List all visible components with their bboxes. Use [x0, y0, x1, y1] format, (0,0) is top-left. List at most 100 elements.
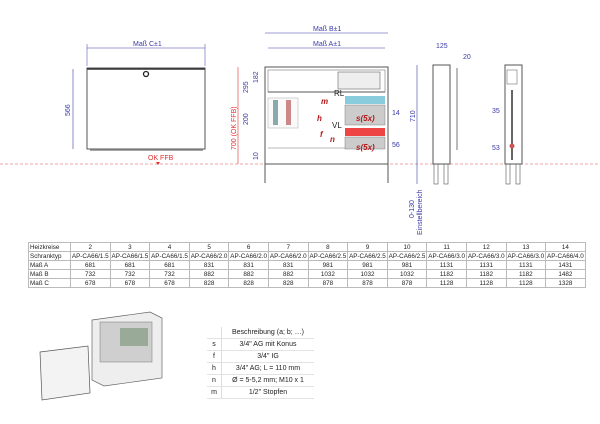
h-tag: h — [317, 114, 322, 123]
legend-key: n — [207, 374, 222, 387]
front-view-open: Maß B±1 Maß A±1 RL VL m h f n s(5x) s(5x… — [231, 26, 424, 235]
table-cell: 1482 — [545, 269, 586, 279]
table-cell: 828 — [267, 278, 309, 288]
table-cell: 878 — [347, 278, 388, 288]
legend-key: s — [207, 338, 222, 351]
row-header: Schranktyp — [28, 251, 71, 261]
side-views: 125 20 35 53 — [432, 43, 523, 185]
depth-125: 125 — [436, 43, 448, 50]
table-cell: 981 — [386, 260, 428, 270]
table-cell: 878 — [307, 278, 349, 288]
adjust-label: Einstellbereich — [417, 189, 424, 235]
table-cell: 1182 — [505, 269, 547, 279]
table-cell: 882 — [267, 269, 309, 279]
f-tag: f — [320, 130, 324, 139]
legend-key: h — [207, 362, 222, 375]
height-700-label: 700 (OK FFB) — [231, 106, 238, 150]
table-cell: AP-CA66/2.0 — [228, 251, 269, 261]
table-cell: 7 — [267, 242, 309, 252]
s5-tag-1: s(5x) — [356, 114, 375, 123]
table-cell: AP-CA66/1.5 — [70, 251, 111, 261]
dim-710: 710 — [410, 110, 417, 122]
front-view-closed: Maß C±1 566 OK FFB — [65, 41, 206, 165]
table-cell: 732 — [109, 269, 151, 279]
legend-desc: 1/2" Stopfen — [221, 386, 314, 399]
table-cell: 831 — [188, 260, 230, 270]
width-c-label: Maß C±1 — [133, 41, 162, 48]
table-cell: 12 — [465, 242, 507, 252]
table-cell: 678 — [149, 278, 190, 288]
table-cell: 6 — [228, 242, 269, 252]
dim-56: 56 — [392, 142, 400, 149]
table-cell: 8 — [307, 242, 349, 252]
table-cell: 1032 — [307, 269, 349, 279]
table-cell: 981 — [307, 260, 349, 270]
table-cell: 681 — [70, 260, 111, 270]
cabinet-3d-illustration — [39, 311, 163, 401]
table-cell: 4 — [149, 242, 190, 252]
legend-header: Beschreibung (a; b; …) — [221, 327, 314, 339]
table-cell: 681 — [149, 260, 190, 270]
s5-tag-2: s(5x) — [356, 143, 375, 152]
table-cell: 13 — [505, 242, 547, 252]
dim-182: 182 — [253, 71, 260, 83]
lock-icon — [142, 70, 150, 78]
floor-label: OK FFB — [148, 155, 174, 162]
table-cell: 10 — [386, 242, 428, 252]
table-cell: AP-CA66/3.0 — [426, 251, 467, 261]
table-cell: 678 — [109, 278, 151, 288]
door-20: 20 — [463, 54, 471, 61]
table-cell: 1182 — [465, 269, 507, 279]
table-cell: 732 — [149, 269, 190, 279]
table-cell: 732 — [70, 269, 111, 279]
table-cell: 882 — [228, 269, 269, 279]
row-header: Maß B — [28, 269, 71, 279]
rl-tag: RL — [334, 89, 345, 98]
table-cell: 831 — [267, 260, 309, 270]
dim-200: 200 — [243, 113, 250, 125]
table-cell: 1128 — [426, 278, 467, 288]
width-b-label: Maß B±1 — [313, 26, 341, 33]
legend-desc: 3/4" AG mit Konus — [221, 338, 314, 351]
table-cell: AP-CA66/1.5 — [109, 251, 151, 261]
table-cell: 878 — [386, 278, 428, 288]
table-cell: 1131 — [505, 260, 547, 270]
table-cell: 1128 — [505, 278, 547, 288]
dim-10: 10 — [253, 152, 260, 160]
table-cell: AP-CA66/2.5 — [386, 251, 428, 261]
row-header: Maß C — [28, 278, 71, 288]
row-header: Heizkreise — [28, 242, 71, 252]
table-cell: AP-CA66/2.0 — [267, 251, 309, 261]
table-cell: 5 — [188, 242, 230, 252]
legend-desc: Ø = 5-5,2 mm; M10 x 1 — [221, 374, 314, 387]
table-cell: 1032 — [347, 269, 388, 279]
table-cell: 681 — [109, 260, 151, 270]
height-566-label: 566 — [65, 104, 72, 116]
vl-tag: VL — [332, 121, 342, 130]
legend-desc: 3/4" IG — [221, 350, 314, 363]
table-cell: 1128 — [465, 278, 507, 288]
table-cell: 678 — [70, 278, 111, 288]
adjust-range: 0-130 — [409, 200, 416, 218]
table-cell: 1431 — [545, 260, 586, 270]
table-cell: AP-CA66/2.0 — [188, 251, 230, 261]
table-cell: AP-CA66/3.0 — [505, 251, 547, 261]
table-cell: 14 — [545, 242, 586, 252]
m-tag: m — [321, 97, 328, 106]
table-cell: 828 — [228, 278, 269, 288]
dim-35: 35 — [492, 108, 500, 115]
table-cell: 831 — [228, 260, 269, 270]
table-cell: 3 — [109, 242, 151, 252]
table-cell: 1328 — [545, 278, 586, 288]
dim-295: 295 — [243, 81, 250, 93]
dim-14: 14 — [392, 110, 400, 117]
legend-key: f — [207, 350, 222, 363]
